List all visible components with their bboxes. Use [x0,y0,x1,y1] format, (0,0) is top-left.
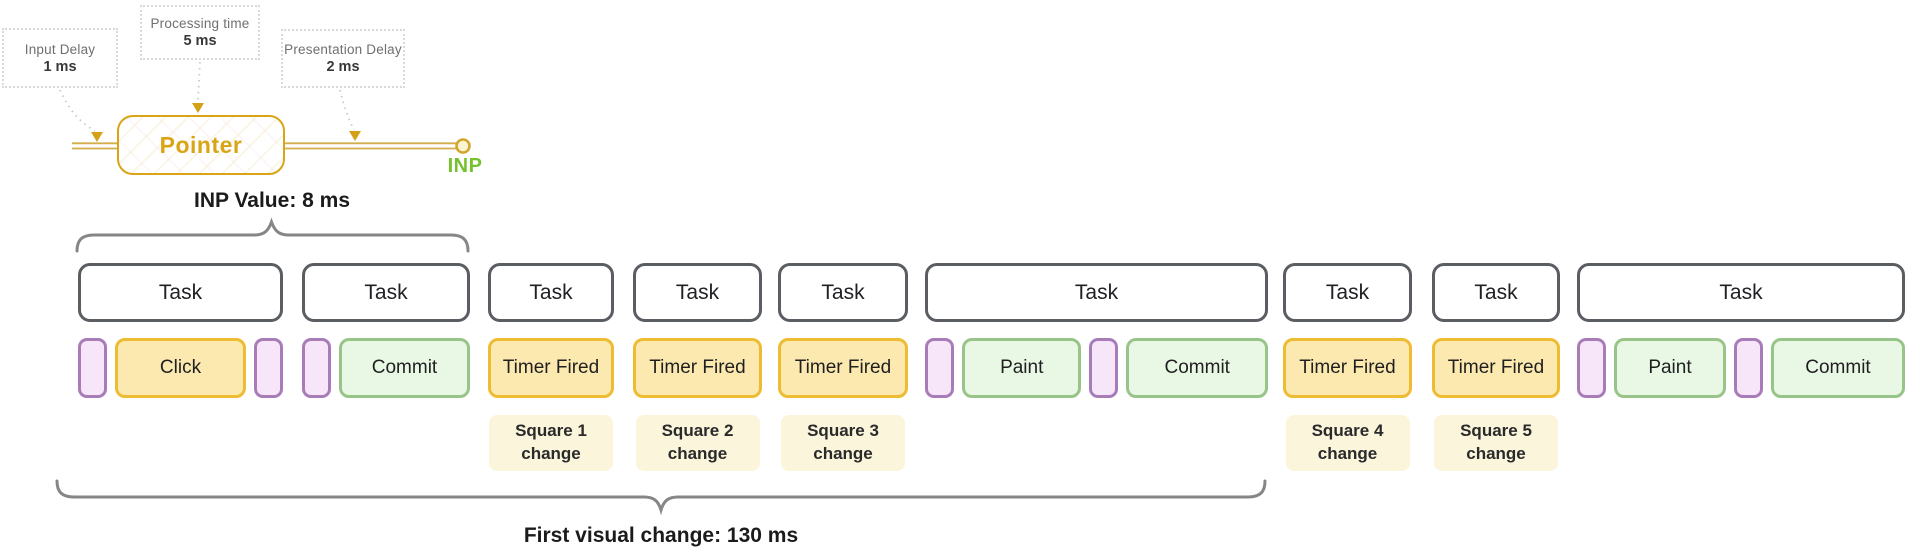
event-timer-fired: Timer Fired [1283,338,1412,398]
input-delay-connector [59,89,96,132]
frame-marker [1089,338,1119,398]
processing-time-annotation: Processing time 5 ms [140,5,260,60]
task-box: Task [633,263,762,322]
task-group-7: Task Timer Fired Square 4 change [1283,263,1412,473]
inp-endpoint-circle [455,138,471,154]
frame-marker [302,338,331,398]
inp-endpoint-label: INP [447,155,483,177]
inp-value-brace [75,217,470,253]
event-commit: Commit [339,338,470,398]
note-line-2: change [1317,444,1378,463]
frame-marker [925,338,954,398]
task-box: Task [488,263,614,322]
presentation-delay-connector [339,89,355,131]
input-delay-value: 1 ms [43,58,77,75]
frame-marker [1577,338,1606,398]
task-label: Task [1325,280,1370,304]
input-delay-arrow [91,132,103,142]
task-label: Task [821,280,865,304]
task-group-4: Task Timer Fired Square 2 change [633,263,762,473]
task-box: Task [778,263,908,322]
task-label: Task [364,280,408,304]
processing-time-arrow [192,103,204,113]
task-events: Timer Fired [778,338,908,398]
task-events: Timer Fired [633,338,762,398]
first-visual-change-label: First visual change: 130 ms [523,524,799,547]
frame-marker [254,338,283,398]
task-group-2: Task Commit [302,263,470,473]
note-line-1: Square 3 [807,421,879,441]
task-group-3: Task Timer Fired Square 1 change [488,263,614,473]
presentation-delay-annotation: Presentation Delay 2 ms [281,29,405,88]
inp-value-label: INP Value: 8 ms [193,189,351,212]
event-paint: Paint [1614,338,1726,398]
square-change-note: Square 2 change [635,415,760,471]
task-label: Task [675,280,720,304]
note-line-2: change [667,444,728,463]
processing-time-title: Processing time [150,16,250,31]
task-events: Click [78,338,283,398]
task-group-5: Task Timer Fired Square 3 change [778,263,908,473]
presentation-delay-arrow [349,131,361,141]
task-group-9: Task Paint Commit [1577,263,1906,473]
presentation-delay-title: Presentation Delay [284,42,402,57]
task-box: Task [925,263,1268,322]
event-click: Click [115,338,246,398]
processing-time-connector [197,61,201,102]
event-paint: Paint [962,338,1082,398]
event-timer-fired: Timer Fired [778,338,908,398]
task-label: Task [158,280,203,304]
task-events: Timer Fired [1283,338,1412,398]
task-group-8: Task Timer Fired Square 5 change [1432,263,1560,473]
task-events: Commit [302,338,470,398]
event-commit: Commit [1126,338,1269,398]
task-events: Paint Commit [1577,338,1906,398]
square-change-note: Square 4 change [1285,415,1410,471]
task-box: Task [302,263,470,322]
note-line-2: change [813,444,873,463]
note-line-1: Square 5 [1460,421,1532,441]
input-delay-annotation: Input Delay 1 ms [2,28,118,88]
task-events: Timer Fired [1432,338,1560,398]
square-change-note: Square 5 change [1434,415,1558,471]
task-label: Task [529,280,573,304]
frame-marker [1733,338,1763,398]
note-line-1: Square 4 [1311,421,1384,441]
task-box: Task [1283,263,1412,322]
task-box: Task [1577,263,1905,322]
task-label: Task [1474,280,1518,304]
note-line-1: Square 1 [515,421,587,441]
task-box: Task [78,263,283,322]
processing-time-value: 5 ms [183,33,217,49]
event-timer-fired: Timer Fired [1432,338,1560,398]
event-commit: Commit [1770,338,1906,398]
task-group-1: Task Click [78,263,283,473]
task-box: Task [1432,263,1560,322]
square-change-note: Square 1 change [489,415,613,471]
task-events: Timer Fired [488,338,614,398]
note-line-1: Square 2 [661,421,734,441]
task-label: Task [1719,280,1763,304]
pointer-event-box: Pointer [117,115,285,175]
frame-marker [78,338,107,398]
note-line-2: change [521,444,581,463]
note-line-2: change [1466,444,1526,463]
pointer-event-label: Pointer [159,131,243,158]
presentation-delay-value: 2 ms [326,59,360,75]
task-label: Task [1074,280,1119,304]
task-group-6: Task Paint Commit [925,263,1269,473]
square-change-note: Square 3 change [781,415,905,471]
task-events: Paint Commit [925,338,1269,398]
input-delay-title: Input Delay [24,41,96,57]
first-visual-change-brace [55,479,1267,516]
event-timer-fired: Timer Fired [488,338,614,398]
event-timer-fired: Timer Fired [633,338,762,398]
